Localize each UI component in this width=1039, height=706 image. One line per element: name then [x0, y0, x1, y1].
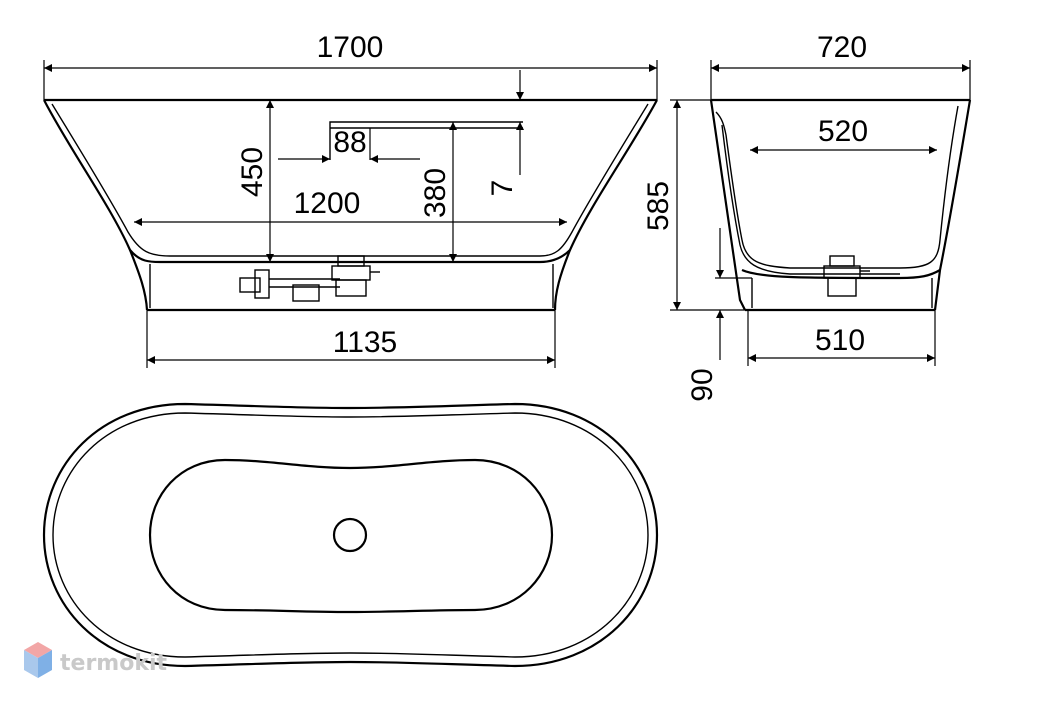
- top-outer-rim-inner: [52, 412, 649, 658]
- drain-hole-icon: [332, 517, 368, 553]
- side-dimensions: 720 520 510 585 90: [642, 31, 971, 402]
- top-basin: [148, 458, 554, 614]
- side-basin-bottom: [741, 268, 941, 280]
- dim-rim-offset: 7: [486, 180, 519, 197]
- termokit-logo-icon: [24, 642, 52, 678]
- dim-inner-depth: 380: [419, 168, 452, 218]
- dim-overall-length: 1700: [317, 31, 384, 64]
- dim-base-height: 90: [686, 368, 719, 401]
- dim-overall-height: 450: [236, 147, 269, 197]
- drain-assembly: [239, 255, 380, 302]
- top-outer-rim: [42, 402, 659, 668]
- watermark-text: termokit: [60, 651, 167, 676]
- dim-base-width: 510: [815, 324, 865, 357]
- dim-base-length: 1135: [333, 326, 398, 359]
- front-view: [43, 98, 658, 312]
- dim-rim-length: 1200: [294, 187, 361, 220]
- top-view: [42, 402, 659, 668]
- dim-overflow-offset: 88: [333, 126, 366, 159]
- side-drain-assembly: [823, 255, 870, 297]
- front-shell-left: [43, 99, 149, 311]
- front-dimensions: 1700 1200 1135 450 380 88 7: [43, 31, 658, 368]
- dim-inner-width: 520: [818, 115, 868, 148]
- dim-side-height: 585: [642, 181, 675, 231]
- side-inner-bowl: [715, 105, 959, 269]
- dim-overall-width: 720: [817, 31, 867, 64]
- front-shell-right: [553, 99, 658, 311]
- watermark: termokit: [24, 642, 167, 678]
- front-basin-bottom: [129, 249, 571, 264]
- side-shell-right: [933, 99, 972, 311]
- overflow-bracket: [329, 121, 523, 160]
- side-shell-left: [709, 99, 746, 311]
- side-view: [709, 98, 972, 312]
